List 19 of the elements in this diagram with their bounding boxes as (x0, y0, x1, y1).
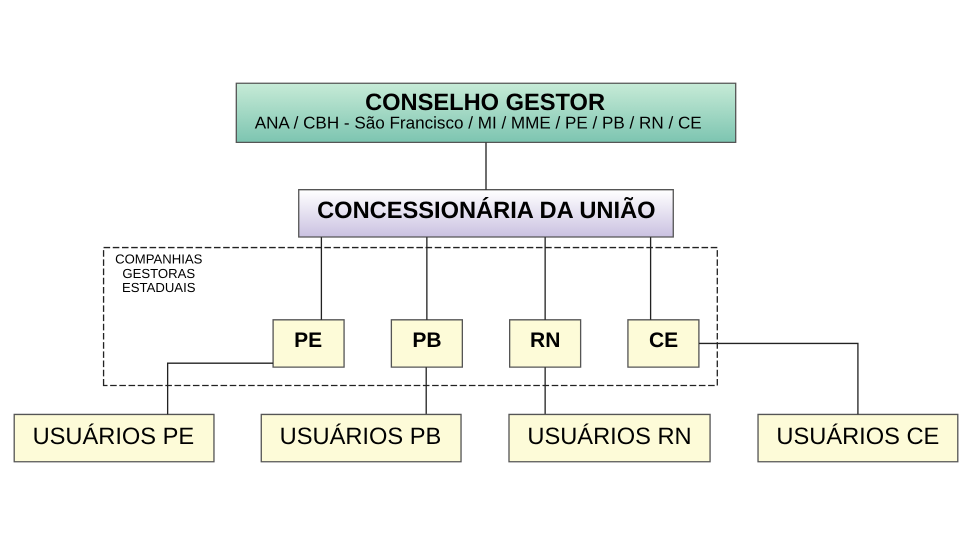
connector (320, 236, 322, 320)
node-box: USUÁRIOS PE (14, 413, 215, 462)
connector (699, 342, 859, 414)
node-box: CONCESSIONÁRIA DA UNIÃO (298, 188, 674, 238)
node-box: USUÁRIOS RN (508, 413, 711, 462)
node-box: CONSELHO GESTOR ANA / CBH - São Francisco / MI / MME / PE / PB / RN / CE (236, 82, 736, 143)
node-box: USUÁRIOS PB (260, 413, 462, 462)
connector (544, 366, 546, 414)
node-box: USUÁRIOS CE (757, 413, 958, 462)
node-box: PE (272, 318, 345, 368)
connector (485, 142, 487, 190)
node-box: RN (509, 318, 582, 368)
node-box: PB (390, 318, 463, 368)
connector (650, 236, 652, 320)
node-box: CE (627, 318, 700, 368)
connector (166, 362, 274, 414)
connector (426, 236, 428, 320)
connector (544, 236, 546, 320)
connector (426, 366, 427, 414)
